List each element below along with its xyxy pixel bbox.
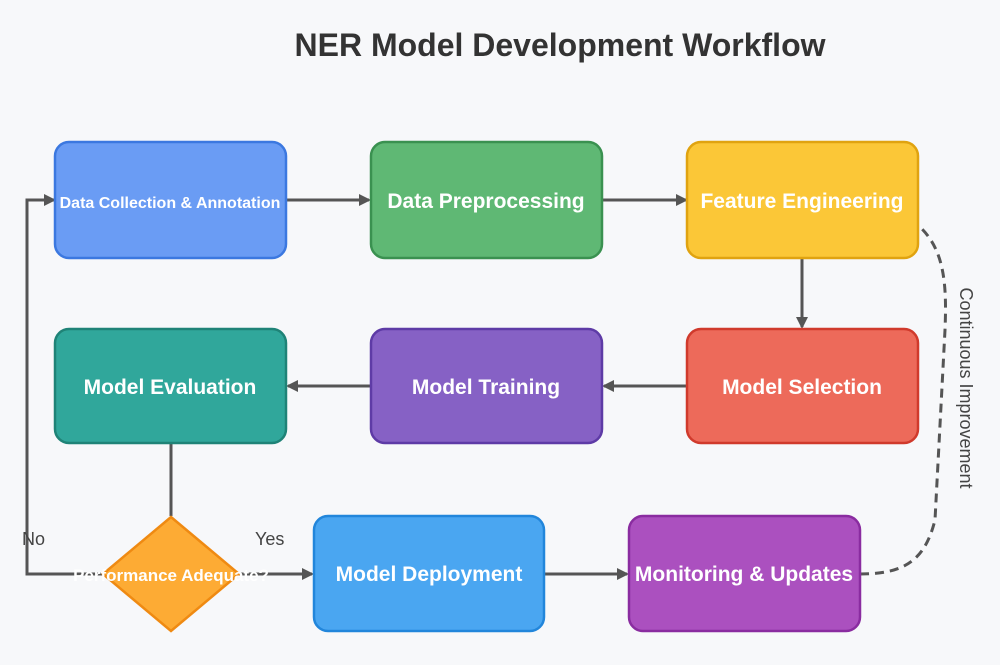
node-model-evaluation-label: Model Evaluation: [84, 376, 257, 399]
node-model-training-box: [369, 327, 604, 445]
node-performance-check: Performance Adequate?: [73, 515, 269, 633]
decision-diamond: [101, 515, 241, 633]
node-feature-engineering-box: [685, 140, 920, 260]
edge-decision-no-to-collection: [25, 194, 103, 576]
node-model-deployment-box: [312, 514, 546, 633]
node-model-evaluation: Model Evaluation: [53, 327, 288, 445]
node-monitoring: Monitoring & Updates: [627, 514, 862, 633]
page-title: NER Model Development Workflow: [294, 27, 825, 63]
node-model-selection: Model Selection: [685, 327, 920, 445]
node-data-collection: Data Collection & Annotation: [53, 140, 288, 260]
node-data-collection-label: Data Collection & Annotation: [60, 195, 281, 212]
node-model-training: Model Training: [369, 327, 604, 445]
node-model-deployment: Model Deployment: [312, 514, 546, 633]
node-monitoring-label: Monitoring & Updates: [635, 563, 853, 586]
node-performance-check-label: Performance Adequate?: [73, 566, 269, 585]
node-model-selection-label: Model Selection: [722, 376, 882, 399]
edge-label-no: No: [22, 529, 45, 549]
edge-label-continuous-improvement: Continuous Improvement: [956, 287, 976, 488]
node-data-preprocessing-box: [369, 140, 604, 260]
node-monitoring-box: [627, 514, 862, 633]
node-feature-engineering-label: Feature Engineering: [700, 190, 903, 213]
node-data-preprocessing-label: Data Preprocessing: [387, 190, 584, 213]
node-model-deployment-label: Model Deployment: [336, 563, 523, 586]
edge-label-yes: Yes: [255, 529, 284, 549]
node-data-preprocessing: Data Preprocessing: [369, 140, 604, 260]
node-model-training-label: Model Training: [412, 376, 560, 399]
node-model-evaluation-box: [53, 327, 288, 445]
node-model-selection-box: [685, 327, 920, 445]
node-feature-engineering: Feature Engineering: [685, 140, 920, 260]
node-data-collection-box: [53, 140, 288, 260]
